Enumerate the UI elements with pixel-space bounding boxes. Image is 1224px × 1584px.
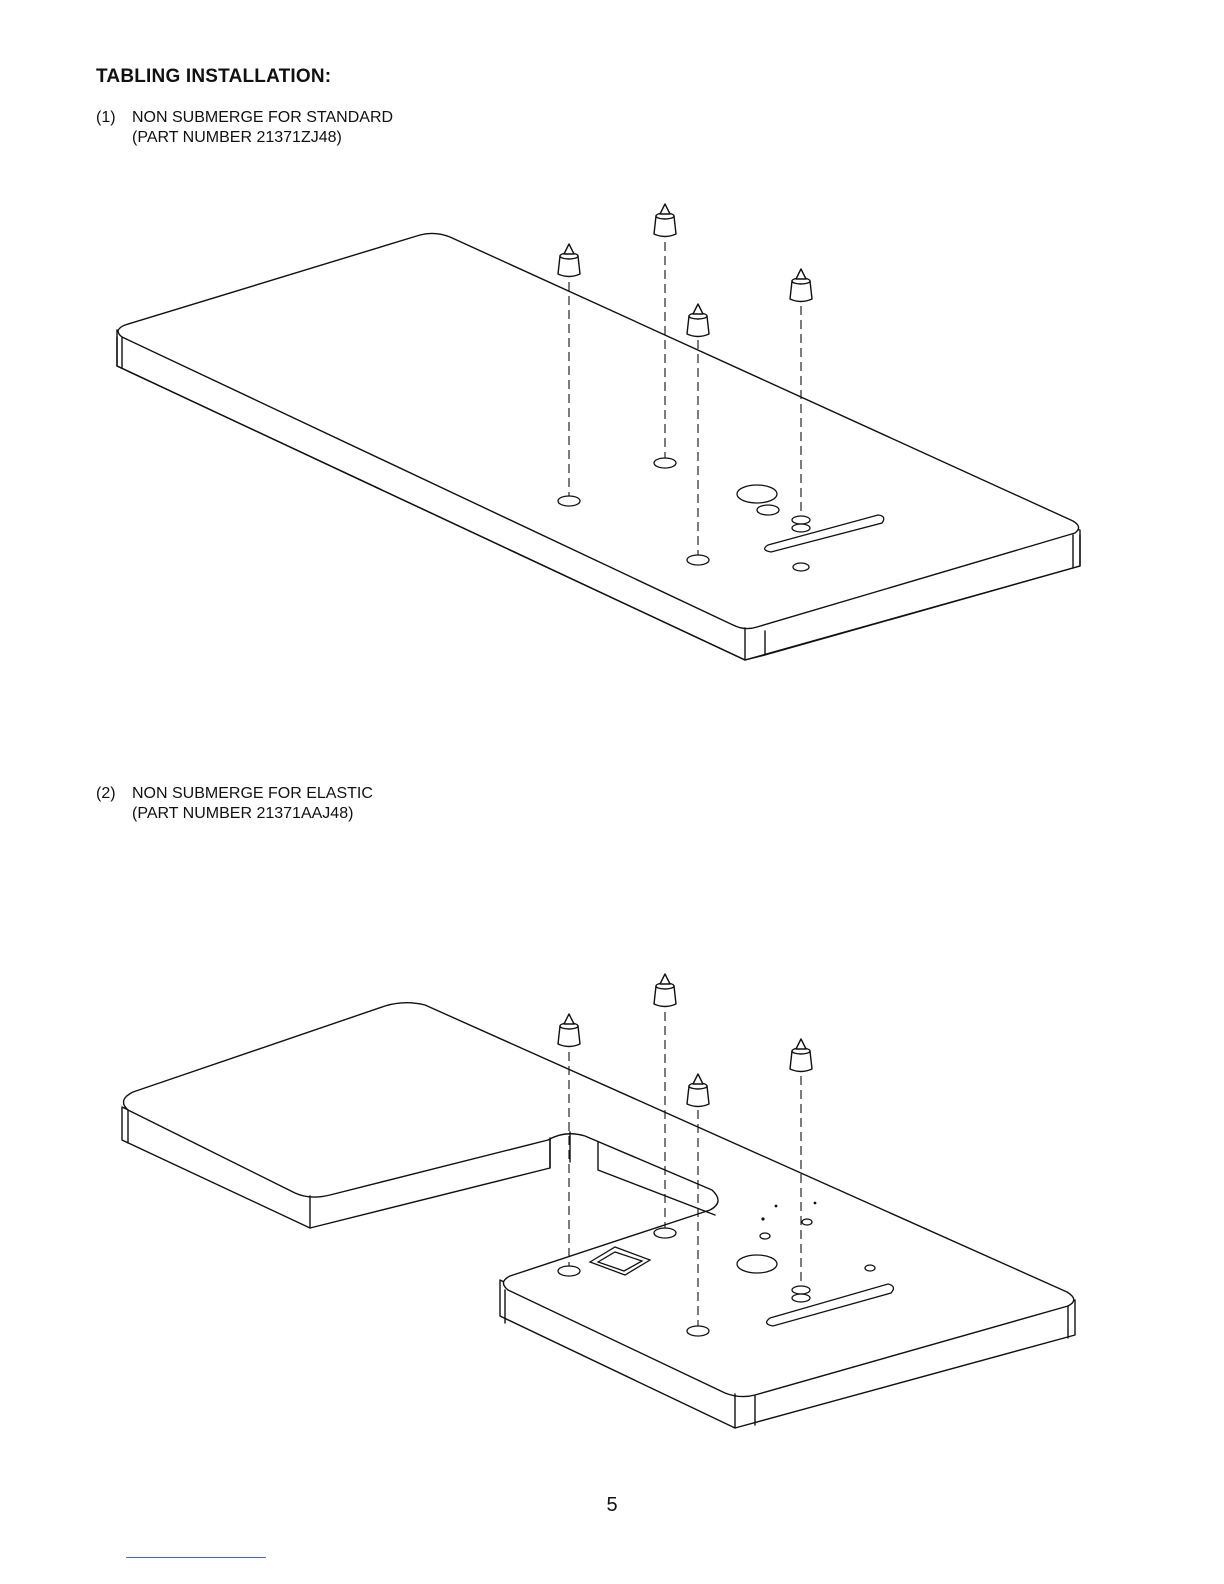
- mounting-hole: [558, 1266, 580, 1276]
- elastic-table-diagram: [0, 0, 1224, 1450]
- rubber-cushion-icon: [687, 1074, 709, 1107]
- mounting-hole: [792, 1286, 810, 1294]
- mounting-hole: [687, 1326, 709, 1336]
- rubber-cushion-icon: [558, 1014, 580, 1047]
- footer-rule: [126, 1557, 266, 1558]
- page-number: 5: [0, 1494, 1224, 1517]
- rubber-cushion-icon: [654, 974, 676, 1007]
- rubber-cushion-icon: [790, 1039, 812, 1072]
- mounting-hole: [654, 1228, 676, 1238]
